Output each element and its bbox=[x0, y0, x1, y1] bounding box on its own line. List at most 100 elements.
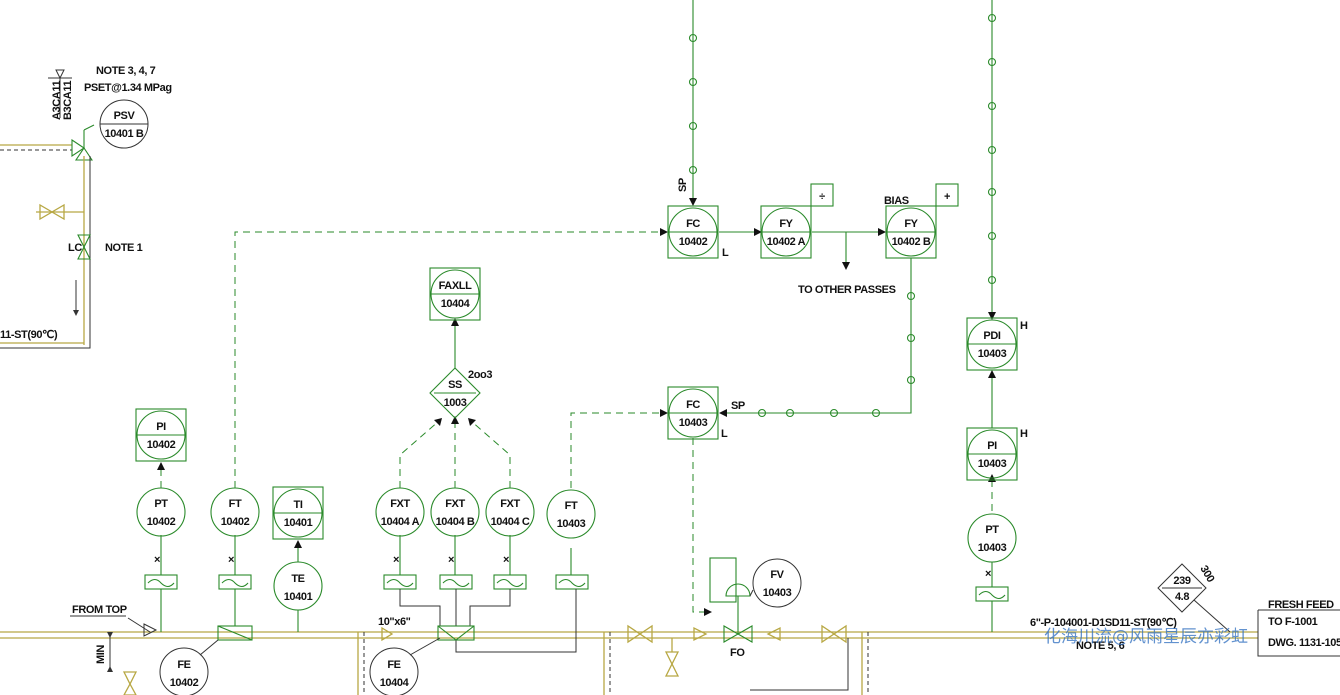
pdi-10403-tag: PDI bbox=[983, 330, 1000, 342]
svg-text:×: × bbox=[448, 554, 454, 566]
pi-10402-num: 10402 bbox=[147, 439, 176, 451]
svg-text:×: × bbox=[393, 554, 399, 566]
relay-fy-10402b[interactable]: FY 10402 B + bbox=[885, 183, 959, 259]
pset-label: PSET@1.34 MPag bbox=[84, 82, 172, 94]
sp1-label: SP bbox=[677, 178, 689, 192]
to-f1001-label: TO F-1001 bbox=[1268, 616, 1318, 628]
instrument-faxll-10404[interactable]: FAXLL 10404 bbox=[429, 267, 481, 321]
ss-1003-note: 2oo3 bbox=[468, 369, 492, 381]
fv-10403-tag: FV bbox=[770, 569, 784, 581]
instrument-pi-10402[interactable]: PI 10402 bbox=[135, 408, 187, 462]
fe-10402-num: 10402 bbox=[170, 677, 199, 689]
fxt-b-num: 10404 B bbox=[436, 516, 475, 528]
pi-10403-num: 10403 bbox=[978, 458, 1007, 470]
labels: FROM TOP MIN 10"x6" SP SP BIAS TO OTHER … bbox=[70, 178, 1340, 664]
instrument-fxt-10404a[interactable]: FXT 10404 A bbox=[375, 487, 425, 537]
valve-fv-10403[interactable]: FV 10403 bbox=[749, 558, 802, 608]
lc-label: LC bbox=[68, 242, 82, 254]
ss-1003-tag: SS bbox=[448, 379, 462, 391]
reducer-label: 10"x6" bbox=[378, 616, 411, 628]
signal-lines: × × × × × × bbox=[154, 0, 997, 616]
divide-symbol: ÷ bbox=[819, 191, 825, 203]
ft-10403-num: 10403 bbox=[557, 518, 586, 530]
fc-10402-tag: FC bbox=[686, 218, 700, 230]
note1-label: NOTE 1 bbox=[105, 242, 143, 254]
note56-label: NOTE 5, 6 bbox=[1076, 640, 1125, 652]
instrument-fxt-10404b[interactable]: FXT 10404 B bbox=[430, 487, 480, 537]
diamond-top: 239 bbox=[1173, 575, 1190, 587]
instrument-fe-10402[interactable]: FE 10402 bbox=[159, 639, 219, 695]
fy-10402a-tag: FY bbox=[779, 218, 793, 230]
pdi-10403-num: 10403 bbox=[978, 348, 1007, 360]
b3ca11-label: B3CA11 bbox=[62, 81, 74, 120]
ft-10402-num: 10402 bbox=[221, 516, 250, 528]
pdi-10403-suffix: H bbox=[1020, 320, 1028, 332]
line-right-label: 6"-P-104001-D1SD11-ST(90℃) bbox=[1030, 617, 1177, 629]
fc-10403-tag: FC bbox=[686, 399, 700, 411]
instrument-ti-10401[interactable]: TI 10401 bbox=[272, 486, 324, 540]
fresh-feed-label: FRESH FEED bbox=[1268, 599, 1334, 611]
ss-1003-num: 1003 bbox=[444, 397, 467, 409]
svg-text:×: × bbox=[985, 568, 991, 580]
svg-text:×: × bbox=[228, 554, 234, 566]
psv-tag: PSV bbox=[114, 110, 136, 122]
diamond-side: 300 bbox=[1197, 564, 1216, 585]
instrument-te-10401[interactable]: TE 10401 bbox=[273, 561, 323, 632]
instrument-pdi-10403[interactable]: PDI 10403 H bbox=[966, 317, 1028, 371]
pi-10402-tag: PI bbox=[156, 421, 166, 433]
te-10401-tag: TE bbox=[291, 573, 304, 585]
svg-text:×: × bbox=[503, 554, 509, 566]
svg-text:×: × bbox=[154, 554, 160, 566]
logic-ss-1003[interactable]: SS 1003 2oo3 bbox=[429, 367, 493, 419]
fxt-b-tag: FXT bbox=[445, 498, 465, 510]
instrument-fe-10404[interactable]: FE 10404 bbox=[369, 637, 441, 695]
faxll-10404-num: 10404 bbox=[441, 298, 471, 310]
instrument-pi-10403[interactable]: PI 10403 H bbox=[966, 427, 1028, 481]
controller-fc-10403[interactable]: FC 10403 L bbox=[667, 386, 728, 440]
main-process-line bbox=[0, 557, 1340, 695]
te-10401-num: 10401 bbox=[284, 591, 313, 603]
dwg-label: DWG. 1131-105 bbox=[1268, 637, 1340, 649]
sp2-label: SP bbox=[731, 400, 745, 412]
a3ca11-label: A3CA11 bbox=[51, 81, 63, 120]
pi-10403-tag: PI bbox=[987, 440, 997, 452]
controller-fc-10402[interactable]: FC 10402 L bbox=[667, 205, 729, 259]
fc-10402-suffix: L bbox=[722, 247, 729, 259]
min-label: MIN bbox=[95, 645, 107, 664]
pt-10403-tag: PT bbox=[985, 524, 999, 536]
pi-10403-suffix: H bbox=[1020, 428, 1028, 440]
fe-10404-tag: FE bbox=[387, 659, 400, 671]
ft-10402-tag: FT bbox=[229, 498, 242, 510]
fxt-c-tag: FXT bbox=[500, 498, 520, 510]
fy-10402b-tag: FY bbox=[904, 218, 918, 230]
note-347: NOTE 3, 4, 7 bbox=[96, 65, 156, 77]
fe-10404-num: 10404 bbox=[380, 677, 410, 689]
fxt-a-tag: FXT bbox=[390, 498, 410, 510]
to-other-passes-label: TO OTHER PASSES bbox=[798, 284, 896, 296]
pt-10402-tag: PT bbox=[154, 498, 168, 510]
instrument-pt-10403[interactable]: PT 10403 bbox=[967, 513, 1017, 563]
fxt-c-num: 10404 C bbox=[491, 516, 530, 528]
relay-fy-10402a[interactable]: FY 10402 A ÷ bbox=[760, 183, 834, 259]
fo-label: FO bbox=[730, 647, 745, 659]
psv-area: PSV 10401 B NOTE 3, 4, 7 PSET@1.34 MPag … bbox=[0, 65, 172, 349]
instrument-ft-10403[interactable]: FT 10403 bbox=[546, 489, 596, 539]
fc-10403-num: 10403 bbox=[679, 417, 708, 429]
ti-10401-num: 10401 bbox=[284, 517, 313, 529]
instrument-pt-10402[interactable]: PT 10402 bbox=[136, 487, 186, 537]
pt-10403-num: 10403 bbox=[978, 542, 1007, 554]
diamond-bot: 4.8 bbox=[1175, 591, 1189, 603]
fe-10402-tag: FE bbox=[177, 659, 190, 671]
ti-10401-tag: TI bbox=[294, 499, 303, 511]
fxt-a-num: 10404 A bbox=[381, 516, 420, 528]
fv-10403-num: 10403 bbox=[763, 587, 792, 599]
instrument-fxt-10404c[interactable]: FXT 10404 C bbox=[485, 487, 535, 537]
from-top-label: FROM TOP bbox=[72, 604, 127, 616]
plus-symbol: + bbox=[944, 191, 950, 203]
bias-label: BIAS bbox=[884, 195, 909, 207]
fc-10402-num: 10402 bbox=[679, 236, 708, 248]
watermark: 化海川流@风雨星辰亦彩虹 bbox=[1044, 627, 1248, 647]
fy-10402b-num: 10402 B bbox=[892, 236, 931, 248]
instrument-ft-10402[interactable]: FT 10402 bbox=[210, 487, 260, 537]
